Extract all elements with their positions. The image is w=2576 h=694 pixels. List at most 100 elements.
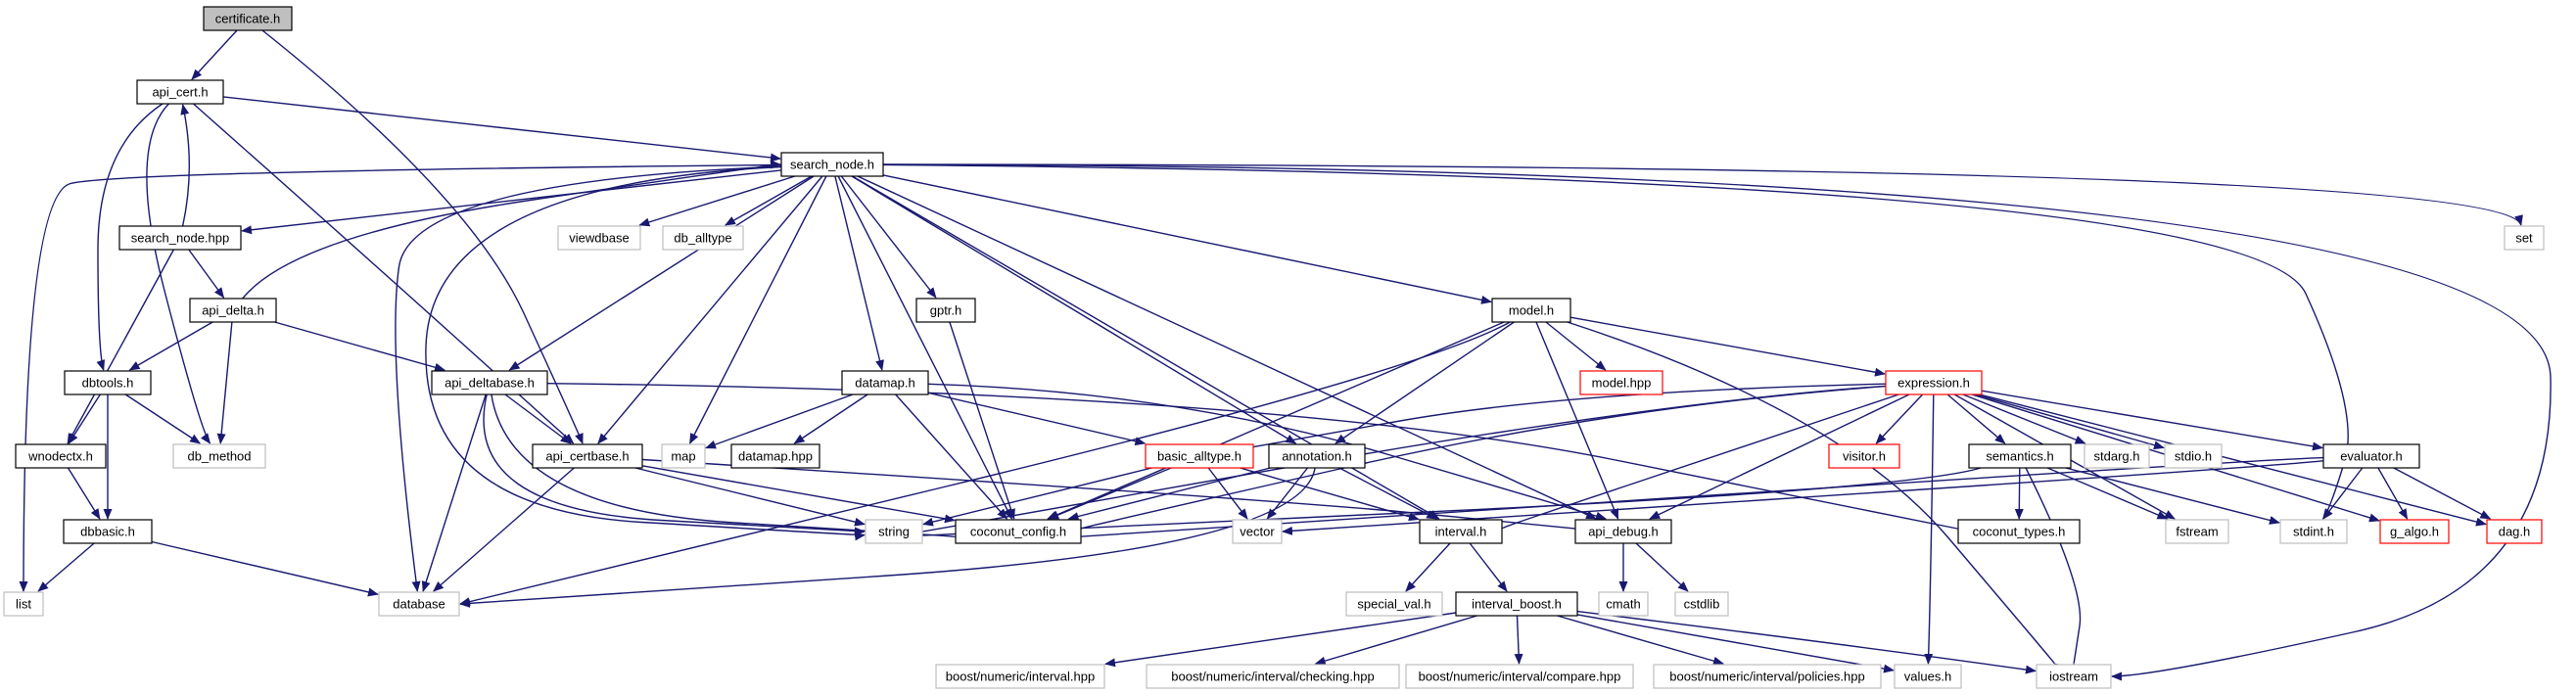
node-semantics-h[interactable]: semantics.h — [1968, 443, 2072, 469]
edge-api_delta_h-to-api_deltabase_h — [274, 321, 445, 372]
node-label: api_debug.h — [1588, 525, 1659, 539]
node-label: api_delta.h — [202, 303, 264, 318]
edge-line — [1545, 321, 1607, 371]
node-dbtools-h[interactable]: dbtools.h — [64, 370, 152, 395]
edge-dbtools_h-to-wnodectx_h — [68, 393, 101, 444]
node-api-cert-h[interactable]: api_cert.h — [136, 79, 224, 105]
node-label: semantics.h — [1986, 449, 2053, 464]
edge-line — [1047, 321, 1505, 520]
node-interval-h[interactable]: interval.h — [1419, 519, 1503, 544]
edge-line — [1567, 321, 2066, 673]
edge-basic_alltype_h-to-string — [922, 467, 1152, 527]
edge-search_node_h-to-model_h — [882, 174, 1492, 304]
edge-search_node_h-to-database — [395, 165, 782, 592]
edge-line — [837, 175, 1013, 520]
edge-api_debug_h-to-cstdlib — [1635, 542, 1689, 592]
node-box — [2165, 519, 2229, 544]
node-box — [935, 664, 1105, 689]
edge-api_certbase_h-to-database — [433, 467, 575, 592]
edge-line — [949, 321, 1015, 520]
edge-dbbasic_h-to-database — [151, 540, 379, 597]
node-api-delta-h[interactable]: api_delta.h — [189, 298, 277, 323]
edge-line — [1514, 615, 1523, 665]
edge-search_node_hpp-to-wnodectx_h — [67, 249, 175, 444]
node-expression-h[interactable]: expression.h — [1885, 370, 1983, 395]
edge-line — [1979, 393, 2487, 527]
node-api-certbase-h[interactable]: api_certbase.h — [532, 443, 643, 469]
node-label: db_method — [187, 449, 251, 464]
node-box — [378, 591, 460, 617]
edge-expression_h-to-visitor_h — [1875, 393, 1924, 444]
node-dag-h[interactable]: dag.h — [2486, 519, 2543, 544]
node-gptr-h[interactable]: gptr.h — [915, 298, 976, 323]
node-label: model.h — [1509, 303, 1554, 318]
node-model-hpp[interactable]: model.hpp — [1579, 370, 1663, 395]
node-box — [203, 6, 293, 31]
node-datamap-hpp[interactable]: datamap.hpp — [730, 443, 820, 469]
edge-expression_h-to-dag_h — [1979, 393, 2487, 527]
edge-line — [1557, 615, 1724, 666]
node-coconut-types-h[interactable]: coconut_types.h — [1957, 519, 2081, 544]
edge-line — [274, 321, 445, 372]
edge-search_node_h-to-list — [19, 163, 782, 592]
node-search-node-hpp[interactable]: search_node.hpp — [118, 225, 242, 251]
node-label: expression.h — [1897, 376, 1970, 391]
edge-api_cert_h-to-api_certbase_h — [193, 103, 575, 444]
node-box — [2164, 443, 2223, 469]
node-search-node-h[interactable]: search_node.h — [780, 152, 884, 177]
node-box — [1145, 443, 1254, 469]
edge-model_h-to-iostream — [1567, 321, 2066, 673]
edge-line — [2014, 467, 2024, 520]
edge-interval_boost_h-to-values_h — [1576, 614, 1895, 673]
node-label: basic_alltype.h — [1157, 449, 1241, 464]
edge-api_cert_h-to-dbtools_h — [96, 103, 164, 371]
edge-annotation_h-to-database — [459, 467, 1316, 608]
edge-api_delta_h-to-db_method — [216, 321, 233, 444]
nodes-layer: certificate.h api_cert.h search_node.hsear… — [3, 6, 2545, 689]
node-basic-alltype-h[interactable]: basic_alltype.h — [1145, 443, 1254, 469]
edge-line — [638, 175, 796, 227]
edge-evaluator_h-to-coconut_config_h — [1071, 456, 2324, 539]
edge-line — [1335, 321, 1515, 444]
node-annotation-h[interactable]: annotation.h — [1268, 443, 1366, 469]
node-wnodectx-h[interactable]: wnodectx.h — [15, 443, 107, 469]
node-g-algo-h[interactable]: g_algo.h — [2379, 519, 2450, 544]
edge-line — [504, 393, 572, 444]
edge-search_node_h-to-viewdbase — [638, 175, 796, 227]
node-api-debug-h[interactable]: api_debug.h — [1574, 519, 1672, 544]
edge-gptr_h-to-coconut_config_h — [949, 321, 1015, 520]
node-label: interval_boost.h — [1472, 597, 1562, 612]
edge-line — [459, 467, 1316, 608]
edge-line — [1071, 385, 1887, 533]
node-label: iostream — [2049, 670, 2098, 684]
edge-line — [922, 467, 1152, 527]
edge-annotation_h-to-vector — [1266, 467, 1309, 520]
node-map: map — [661, 443, 706, 469]
edge-expression_h-to-coconut_config_h — [1071, 385, 1887, 533]
edge-model_h-to-database — [459, 321, 1511, 607]
node-certificate-h[interactable]: certificate.h — [203, 6, 293, 31]
node-label: certificate.h — [215, 12, 280, 26]
node-box — [1345, 591, 1443, 617]
node-box — [1885, 370, 1983, 395]
node-box — [730, 443, 820, 469]
edge-line — [2046, 467, 2169, 520]
edge-datamap_h-to-datamap_hpp — [793, 393, 868, 444]
node-datamap-h[interactable]: datamap.h — [841, 370, 929, 395]
edge-interval_h-to-interval_boost_h — [1469, 542, 1508, 592]
edge-line — [1924, 393, 1935, 665]
node-dbbasic-h[interactable]: dbbasic.h — [63, 519, 153, 544]
node-api-deltabase-h[interactable]: api_deltabase.h — [431, 370, 548, 395]
node-model-h[interactable]: model.h — [1491, 298, 1571, 323]
node-evaluator-h[interactable]: evaluator.h — [2322, 443, 2420, 469]
node-interval-boost-h[interactable]: interval_boost.h — [1455, 591, 1578, 617]
node-coconut-config-h[interactable]: coconut_config.h — [955, 519, 1082, 544]
edge-line — [1240, 467, 1420, 522]
node-box — [1574, 519, 1672, 544]
node-box — [2322, 443, 2420, 469]
edge-line — [882, 163, 2523, 226]
node-visitor-h[interactable]: visitor.h — [1828, 443, 1900, 469]
node-box — [1894, 664, 1962, 689]
node-label: fstream — [2176, 525, 2218, 539]
edge-line — [725, 175, 813, 226]
